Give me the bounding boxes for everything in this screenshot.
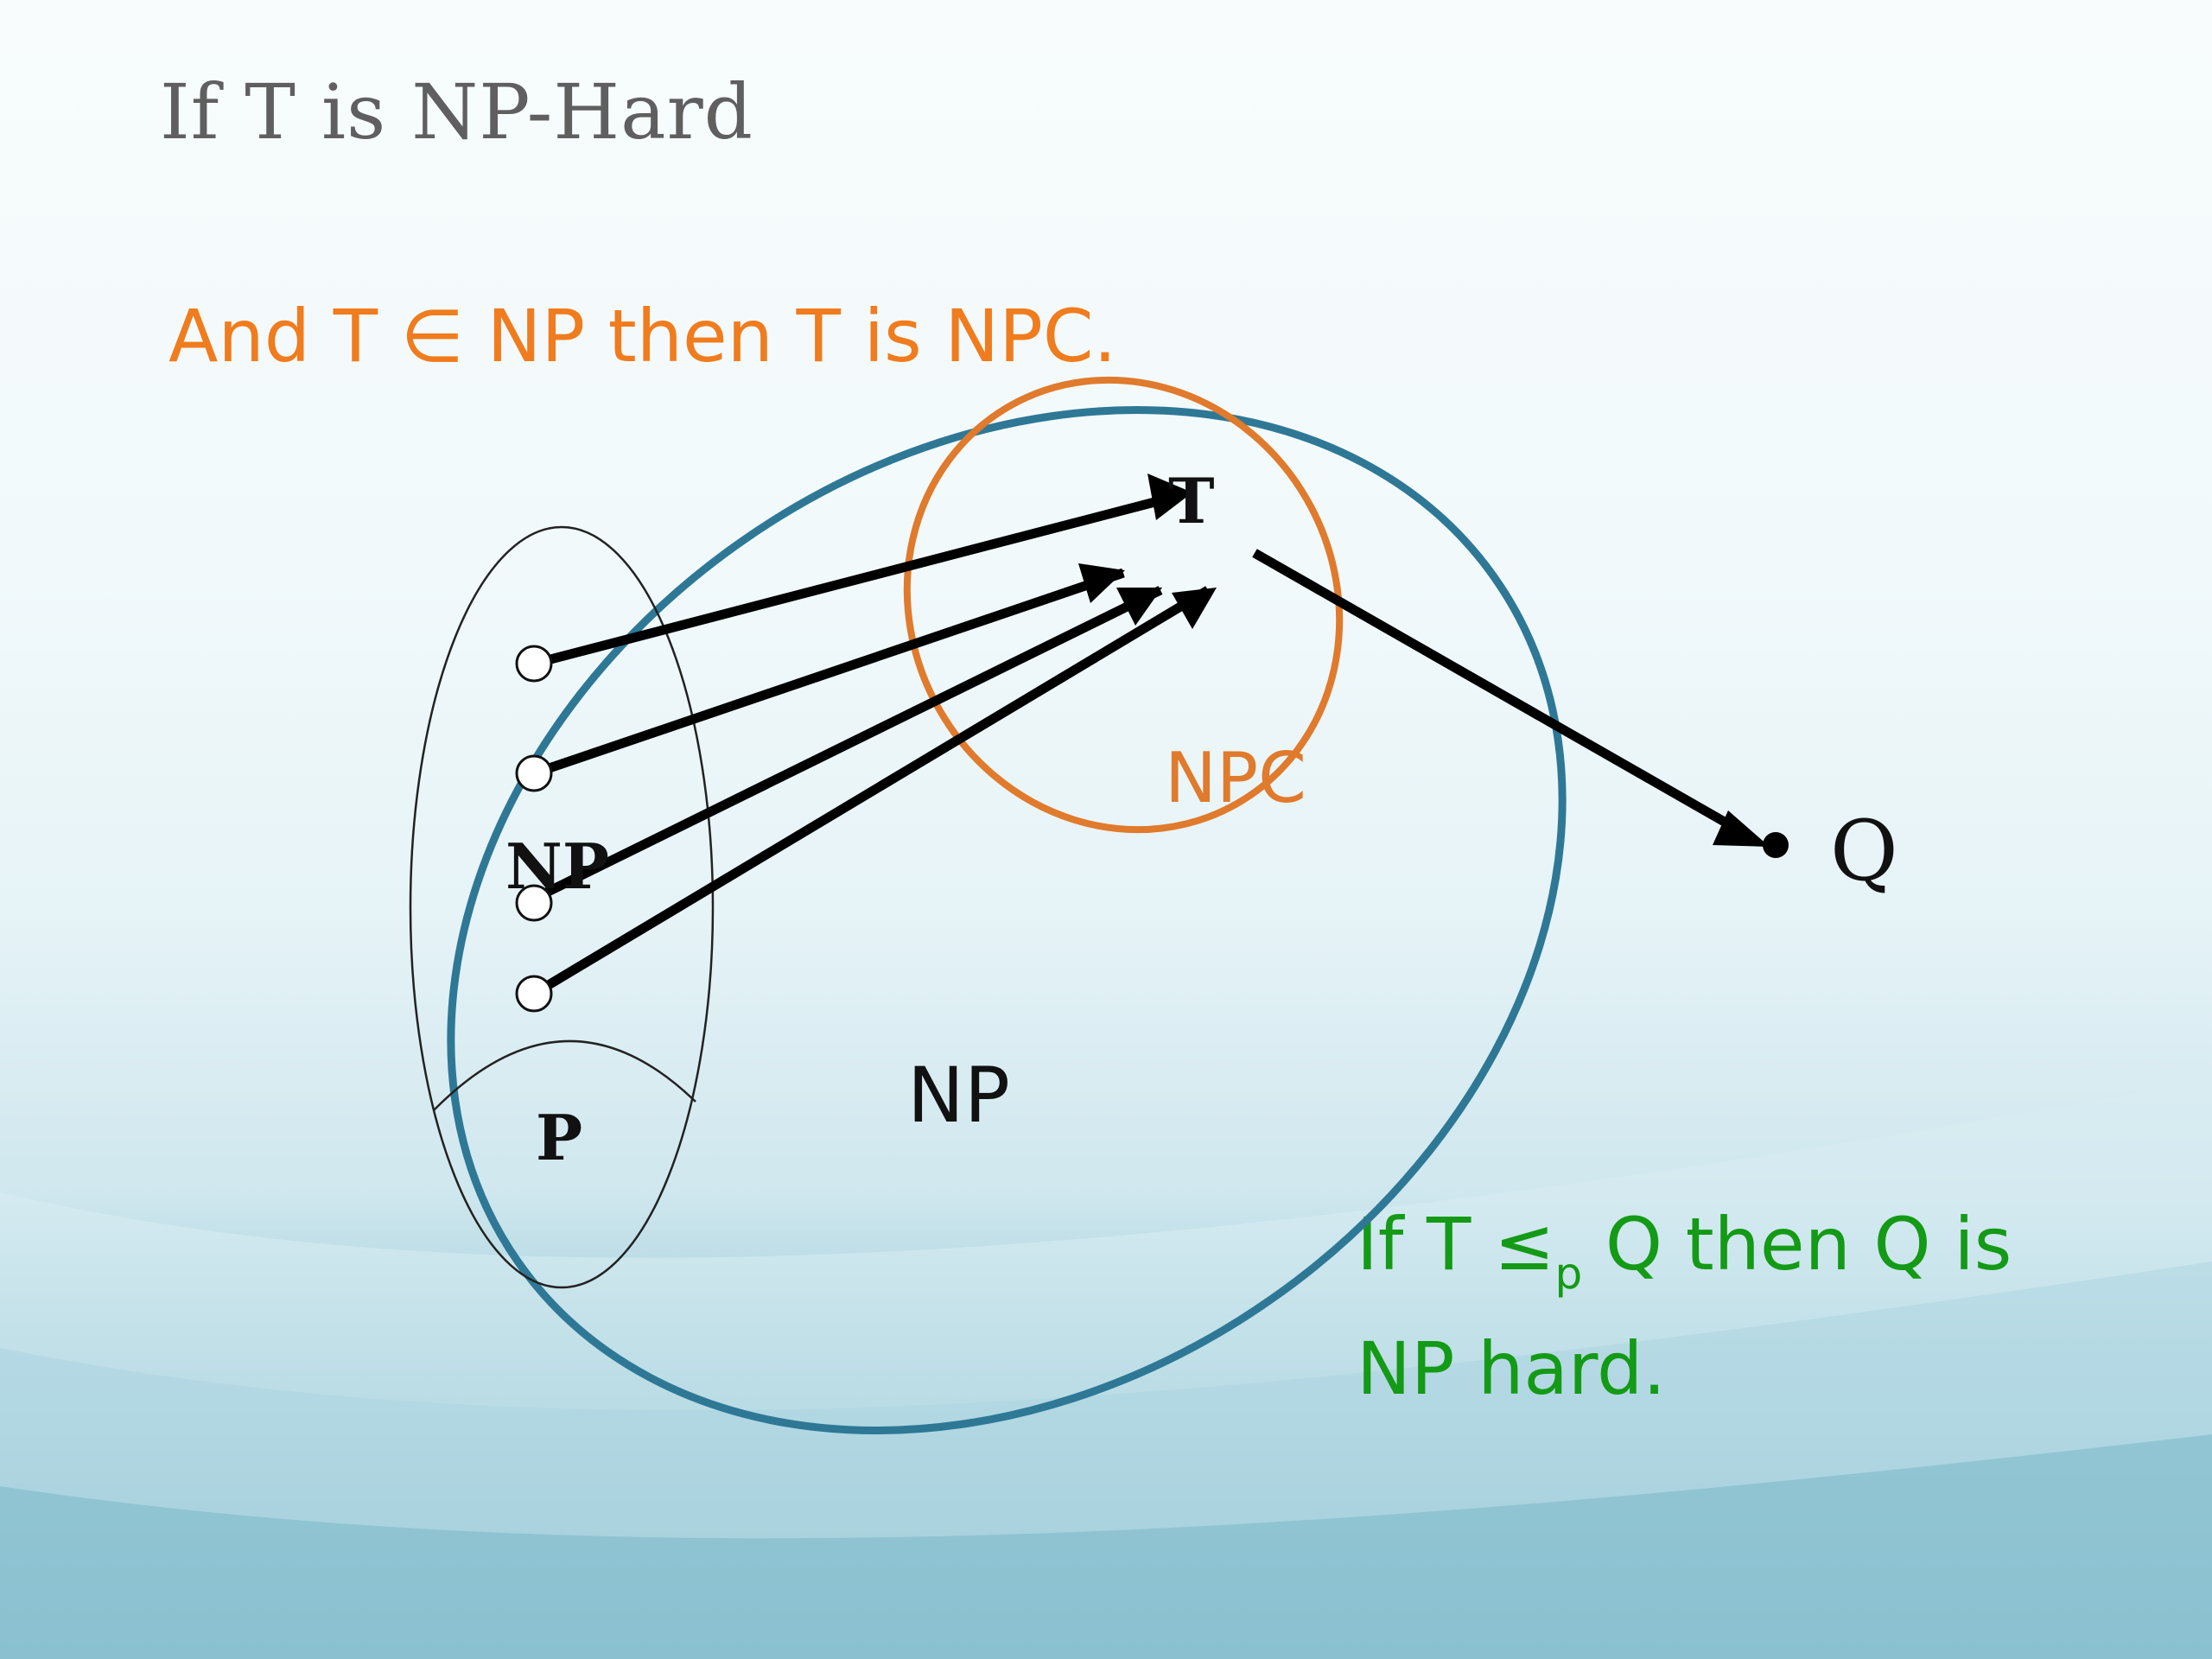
problem-node-1 [515,645,553,683]
note-line-2: NP hard. [1357,1326,1666,1411]
subscript-p: p [1554,1249,1583,1299]
arrowhead-3 [1116,588,1162,626]
q-point [1763,832,1789,858]
arrowhead-q [1713,810,1770,847]
problem-node-2 [515,754,553,792]
arrowhead-1 [1147,474,1192,520]
label-t: T [1168,464,1215,537]
subtitle: And T ∈ NP then T is NPC. [168,294,1117,378]
leq-symbol: ≤ [1494,1202,1555,1287]
arrowhead-4 [1172,588,1217,629]
problem-node-4 [515,975,553,1013]
label-q: Q [1830,803,1898,899]
reduction-arrow-1 [532,494,1166,669]
np-set-ellipse [447,405,1567,1435]
inner-np-ellipse [409,525,715,1289]
reduction-arrow-2 [532,568,1125,779]
arrowhead-2 [1078,563,1125,603]
note-text: Q then Q is [1582,1202,2012,1287]
conclusion-note: If T ≤p Q then Q is NP hard. [1357,1197,2012,1416]
note-line-1: If T ≤p Q then Q is [1357,1197,2012,1321]
label-np-outer: NP [907,1051,1010,1140]
p-divider-arc [433,1039,696,1111]
label-np-inner: NP [505,830,609,903]
reduction-arrow-3 [531,586,1163,903]
reduction-arrow-4 [531,586,1211,998]
label-npc: NPC [1165,738,1306,818]
reduction-arrow-t-to-q [1252,549,1748,838]
npc-set-ellipse [903,376,1344,834]
problem-node-3 [515,884,553,922]
label-p: P [536,1101,582,1174]
slide-title: If T is NP-Hard [160,67,753,156]
